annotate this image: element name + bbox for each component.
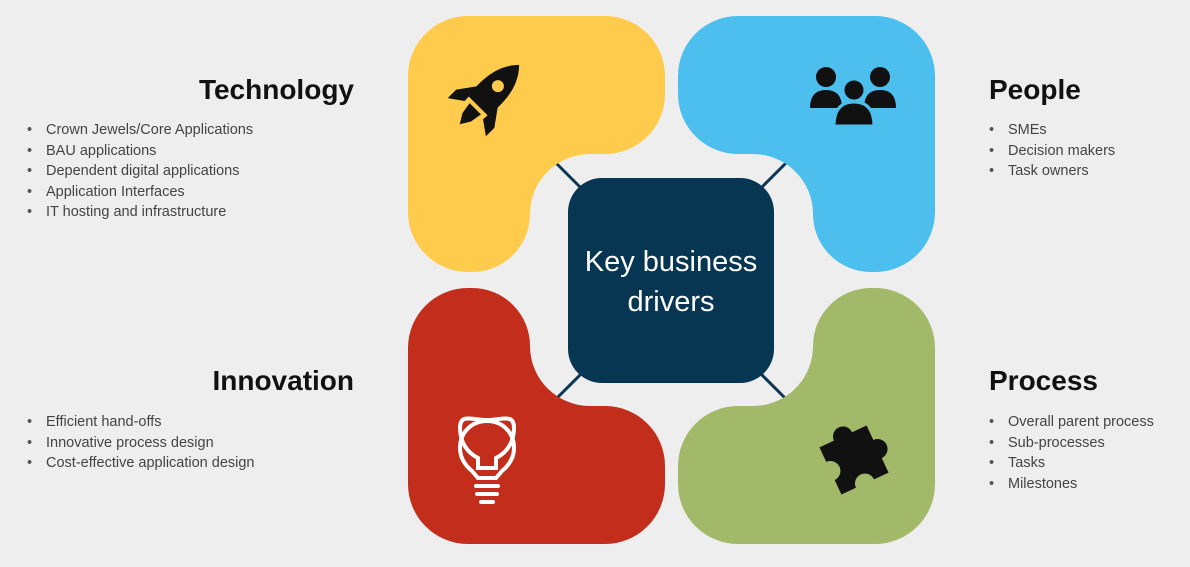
rocket-icon xyxy=(447,64,520,137)
list-item: Efficient hand-offs xyxy=(27,412,255,433)
innovation-list: Efficient hand-offs Innovative process d… xyxy=(27,412,255,474)
list-item: IT hosting and infrastructure xyxy=(27,202,253,223)
list-item: SMEs xyxy=(989,120,1115,141)
process-list: Overall parent process Sub-processes Tas… xyxy=(989,412,1154,494)
list-item: Dependent digital applications xyxy=(27,161,253,182)
list-item: Task owners xyxy=(989,161,1115,182)
people-heading: People xyxy=(989,74,1081,105)
process-shape xyxy=(678,288,935,544)
innovation-heading: Innovation xyxy=(212,365,354,396)
technology-list: Crown Jewels/Core Applications BAU appli… xyxy=(27,120,253,223)
list-item: Overall parent process xyxy=(989,412,1154,433)
people-group-icon xyxy=(810,67,896,128)
innovation-shape xyxy=(408,288,665,544)
center-label: Key business drivers xyxy=(568,242,774,322)
list-item: Innovative process design xyxy=(27,433,255,454)
list-item: Cost-effective application design xyxy=(27,453,255,474)
list-item: Application Interfaces xyxy=(27,182,253,203)
list-item: Crown Jewels/Core Applications xyxy=(27,120,253,141)
process-heading: Process xyxy=(989,365,1098,396)
list-item: Sub-processes xyxy=(989,433,1154,454)
list-item: Decision makers xyxy=(989,141,1115,162)
center-box xyxy=(568,178,774,383)
technology-heading: Technology xyxy=(198,74,354,105)
center-label-line2: drivers xyxy=(627,286,715,318)
puzzle-piece-icon xyxy=(819,425,889,495)
people-list: SMEs Decision makers Task owners xyxy=(989,120,1115,182)
list-item: Tasks xyxy=(989,453,1154,474)
lightbulb-icon xyxy=(457,416,517,504)
list-item: BAU applications xyxy=(27,141,253,162)
center-label-line1: Key business xyxy=(584,246,758,278)
technology-shape xyxy=(408,16,665,272)
list-item: Milestones xyxy=(989,474,1154,495)
